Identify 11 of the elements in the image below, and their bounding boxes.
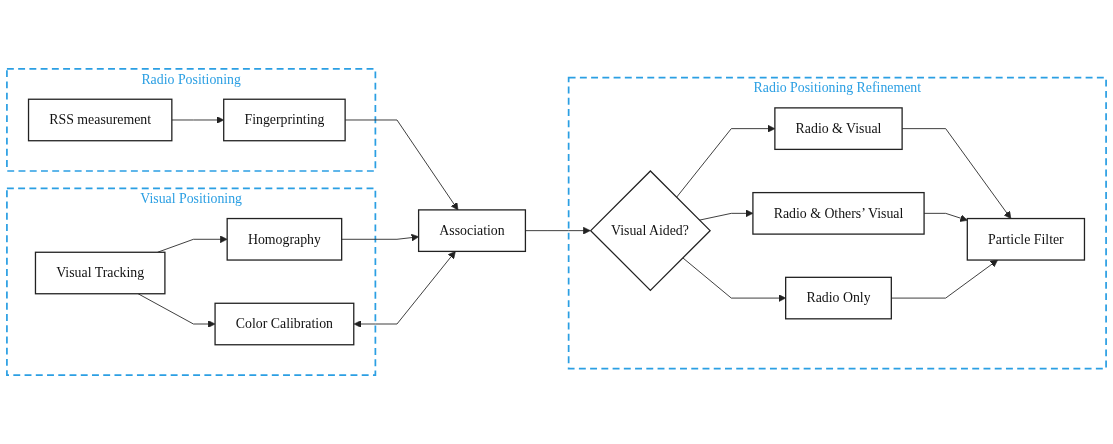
node-box: Radio Only	[785, 276, 892, 320]
node-box: Radio & Visual	[774, 107, 903, 151]
node-box: Fingerprinting	[223, 98, 346, 142]
node-box: Association	[417, 209, 527, 253]
node-box: Visual Tracking	[34, 251, 166, 295]
node-diamond: Visual Aided?	[589, 170, 712, 292]
node-box: RSS measurement	[27, 98, 173, 142]
node-box: Radio & Others’ Visual	[752, 191, 925, 235]
node-box: Color Calibration	[214, 302, 355, 346]
node-box: Homography	[226, 217, 343, 261]
node-box: Particle Filter	[966, 217, 1086, 261]
